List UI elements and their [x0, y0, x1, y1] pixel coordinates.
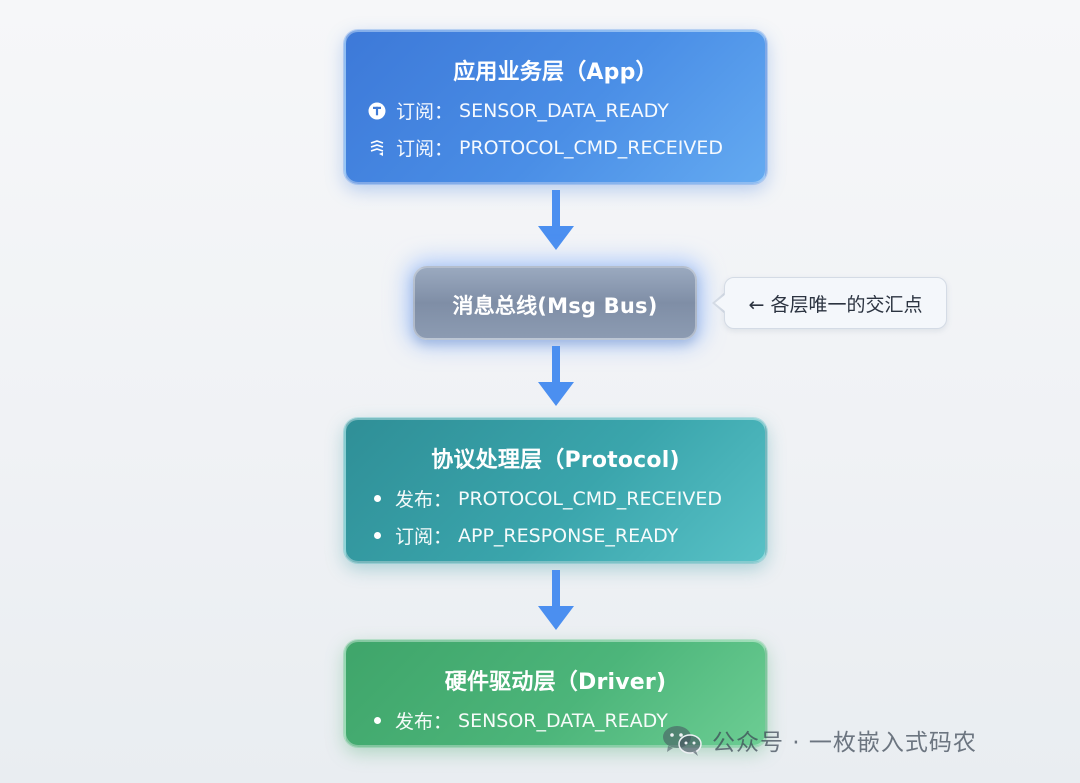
driver-layer-title: 硬件驱动层（Driver): [444, 670, 667, 695]
watermark: 公众号 · 一枚嵌入式码农: [660, 722, 1060, 758]
driver-layer-line-1: 发布： SENSOR_DATA_READY: [368, 707, 755, 734]
protocol-layer-line-1: 发布： PROTOCOL_CMD_RECEIVED: [368, 485, 755, 512]
driver-layer-box: 硬件驱动层（Driver) 发布： SENSOR_DATA_READY: [344, 640, 767, 747]
message-bus-box: 消息总线(Msg Bus): [413, 266, 697, 340]
protocol-line-2-prefix: 订阅：: [395, 526, 453, 548]
protocol-line-1-event: PROTOCOL_CMD_RECEIVED: [458, 487, 723, 510]
app-line-2-prefix: 订阅：: [396, 138, 454, 160]
wechat-icon: [663, 726, 702, 756]
app-layer-line-1: 订阅： SENSOR_DATA_READY: [368, 97, 755, 124]
message-bus-title: 消息总线(Msg Bus): [452, 294, 658, 318]
app-line-1-prefix: 订阅：: [396, 101, 454, 123]
arrow-down-icon: [538, 570, 574, 630]
callout-pointer-inner: [715, 294, 726, 312]
protocol-line-2-event: APP_RESPONSE_READY: [458, 524, 679, 547]
bullet-icon: [374, 532, 381, 539]
protocol-layer-title: 协议处理层（Protocol): [431, 448, 680, 473]
watermark-text: 公众号 · 一枚嵌入式码农: [712, 730, 977, 756]
driver-line-1-prefix: 发布：: [395, 711, 453, 733]
protocol-line-1-prefix: 发布：: [395, 489, 453, 511]
app-layer-line-2: 订阅： PROTOCOL_CMD_RECEIVED: [368, 134, 755, 161]
protocol-layer-box: 协议处理层（Protocol) 发布： PROTOCOL_CMD_RECEIVE…: [344, 418, 767, 563]
arrow-down-icon: [538, 346, 574, 406]
bullet-icon: [374, 495, 381, 502]
protocol-layer-line-2: 订阅： APP_RESPONSE_READY: [368, 522, 755, 549]
app-layer-title: 应用业务层（App）: [453, 60, 658, 85]
app-layer-box: 应用业务层（App） 订阅： SENSOR_DATA_READY 订阅： PRO…: [344, 30, 767, 184]
subscribe-t-icon: [368, 102, 386, 120]
stack-icon: [368, 139, 386, 157]
app-line-2-event: PROTOCOL_CMD_RECEIVED: [459, 136, 724, 159]
bullet-icon: [374, 717, 381, 724]
arrow-down-icon: [538, 190, 574, 250]
driver-line-1-event: SENSOR_DATA_READY: [458, 709, 668, 732]
app-line-1-event: SENSOR_DATA_READY: [459, 99, 669, 122]
junction-callout: ← 各层唯一的交汇点: [724, 277, 947, 329]
